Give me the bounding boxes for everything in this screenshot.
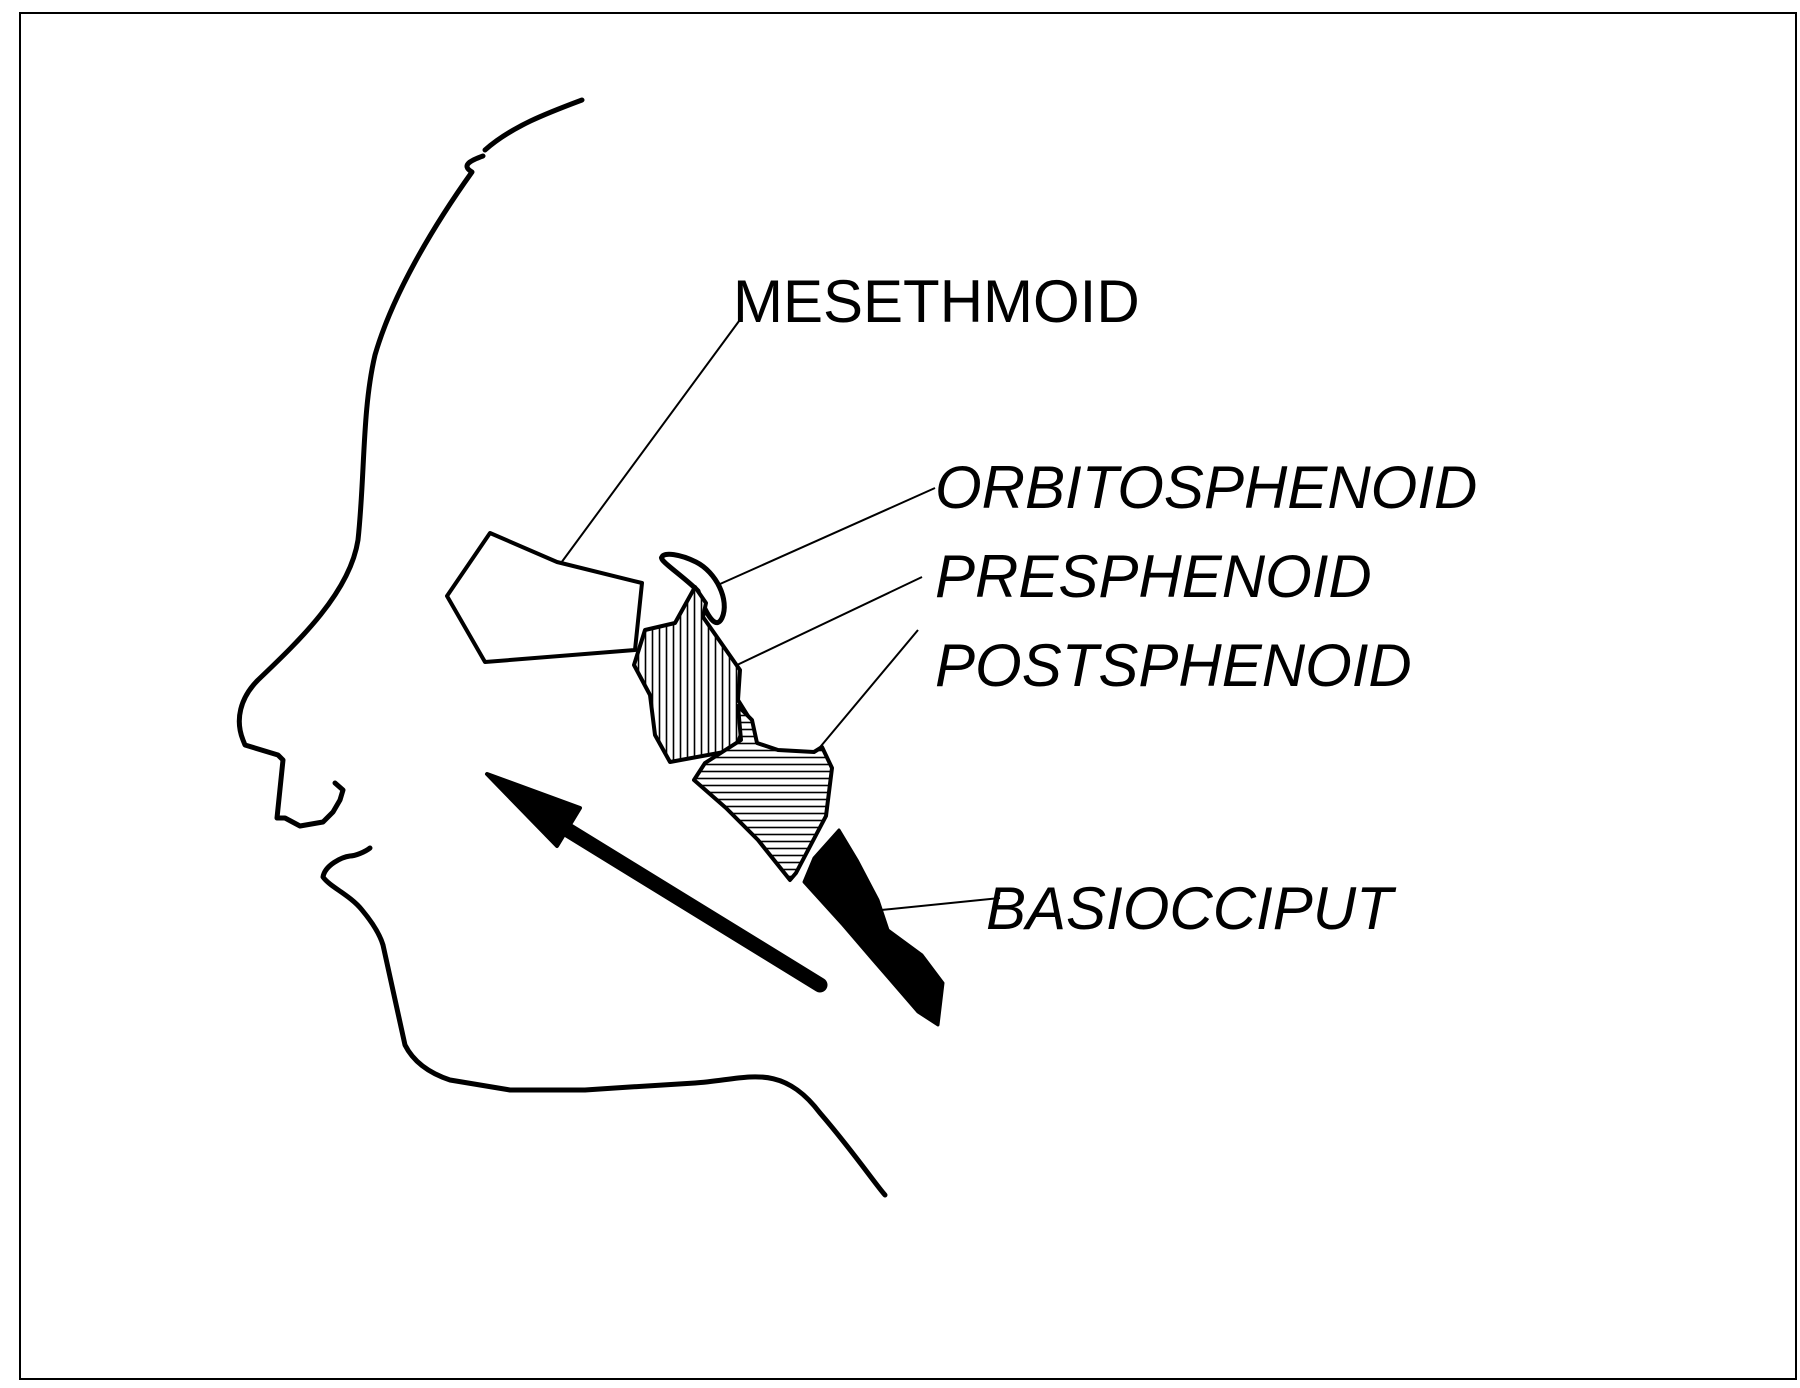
- postsphenoid-leader-line: [815, 629, 919, 753]
- mesethmoid-label: MESETHMOID: [733, 268, 1140, 335]
- basiocciput-bone: [802, 828, 945, 1027]
- direction-arrow-shaft: [537, 808, 828, 993]
- direction-arrow-head: [485, 772, 582, 848]
- basiocciput-label: BASIOCCIPUT: [986, 875, 1397, 942]
- basiocciput-leader-line: [880, 897, 1001, 911]
- presphenoid-leader-line: [736, 576, 923, 666]
- orbitosphenoid-leader-line: [719, 487, 936, 585]
- presphenoid-bone: [632, 585, 750, 764]
- postsphenoid-bone: [692, 704, 834, 882]
- orbitosphenoid-bone: [659, 551, 727, 625]
- mesethmoid-leader-line: [560, 316, 743, 564]
- orbitosphenoid-label: ORBITOSPHENOID: [935, 454, 1477, 521]
- figure-frame: [19, 12, 1797, 1380]
- mesethmoid-bone: [445, 531, 644, 664]
- presphenoid-label: PRESPHENOID: [935, 543, 1372, 610]
- postsphenoid-label: POSTSPHENOID: [935, 632, 1412, 699]
- head-profile-outline: [236, 97, 888, 1198]
